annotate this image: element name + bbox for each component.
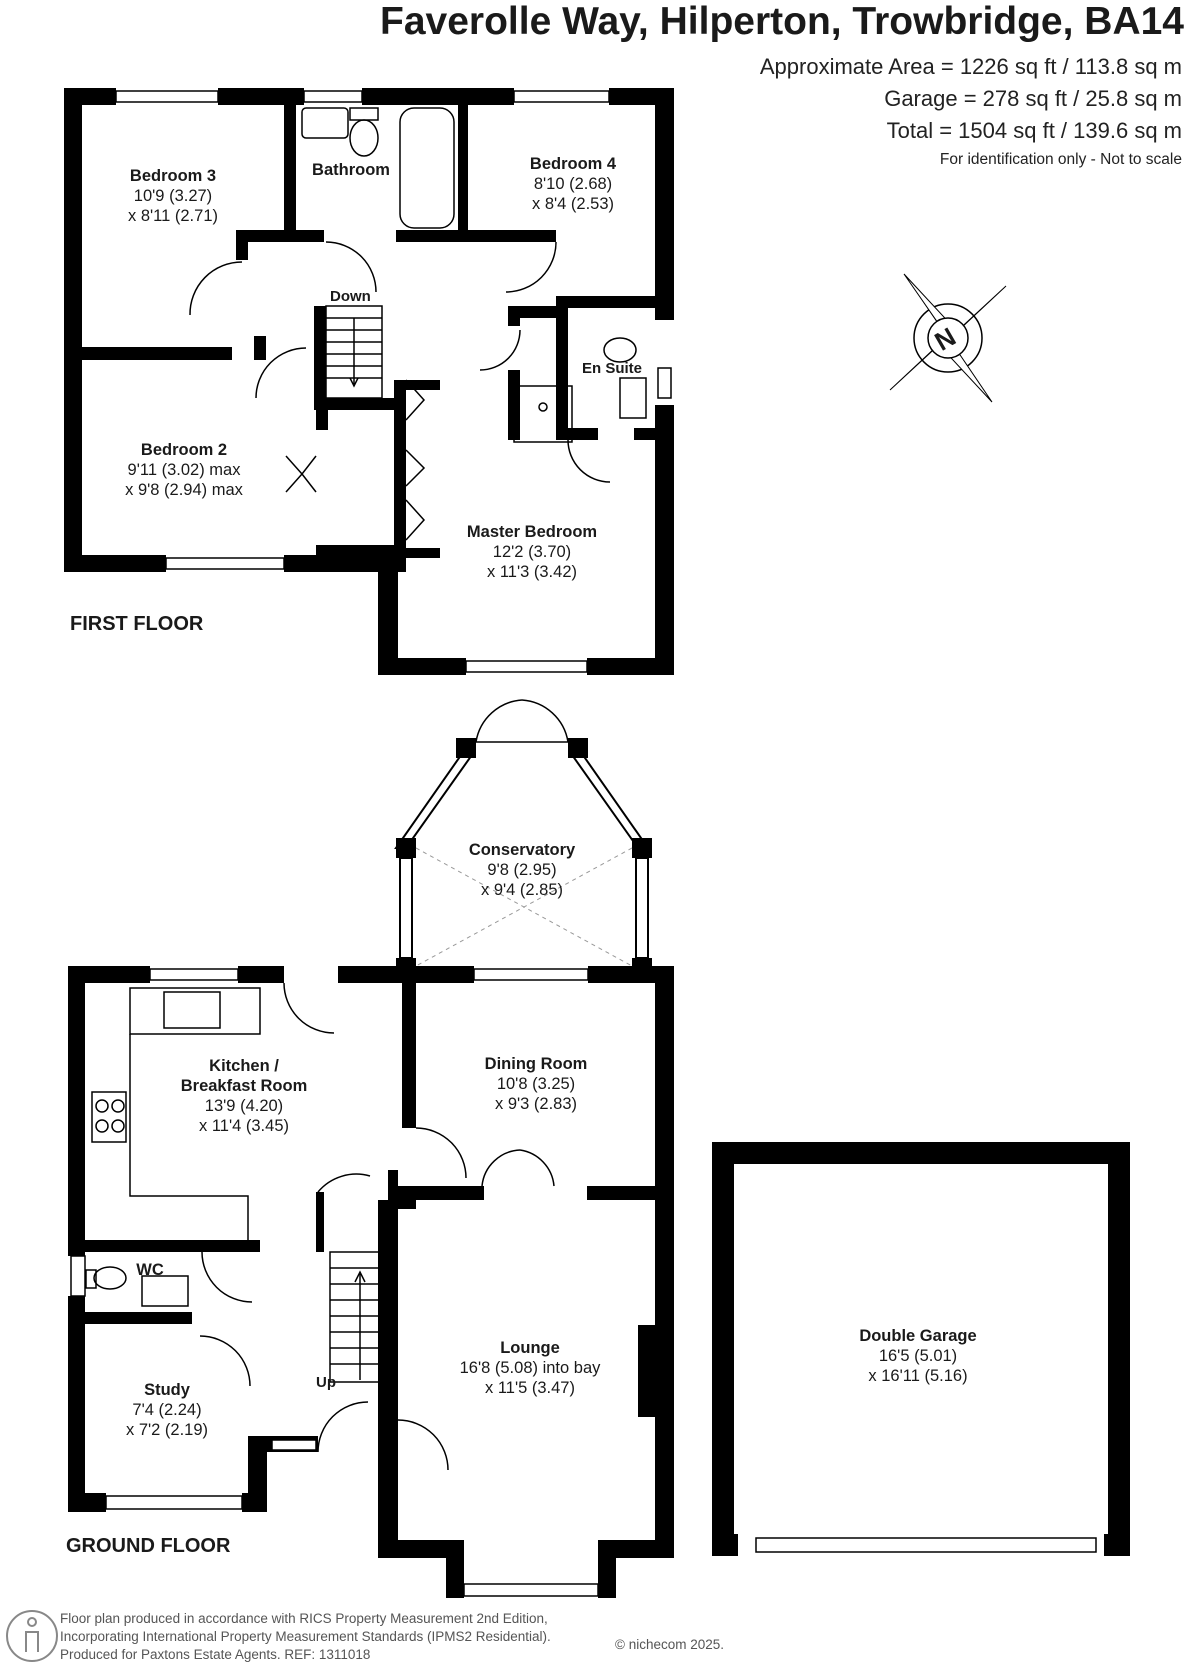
total-area: Total = 1504 sq ft / 139.6 sq m (886, 118, 1182, 143)
room-bathroom: Bathroom (312, 161, 390, 179)
first-floor-walls (64, 88, 674, 675)
stairs-first-floor (325, 305, 383, 399)
room-dining-room: Dining Room 10'8 (3.25) x 9'3 (2.83) (484, 1055, 588, 1113)
disclaimer-note: For identification only - Not to scale (939, 151, 1182, 168)
first-floor-label: FIRST FLOOR (70, 613, 204, 635)
room-master-bedroom: Master Bedroom 12'2 (3.70) x 11'3 (3.42) (466, 523, 598, 581)
room-en-suite: En Suite (581, 360, 643, 377)
ground-floor-label: GROUND FLOOR (66, 1535, 231, 1557)
approximate-area: Approximate Area = 1226 sq ft / 113.8 sq… (759, 54, 1182, 79)
stairs-down-label: Down (330, 288, 371, 305)
room-kitchen-breakfast: Kitchen / Breakfast Room 13'9 (4.20) x 1… (180, 1057, 308, 1135)
room-lounge: Lounge 16'8 (5.08) into bay x 11'5 (3.47… (459, 1339, 601, 1397)
copyright: © nichecom 2025. (615, 1637, 725, 1652)
garage-walls (712, 1142, 1130, 1556)
room-double-garage: Double Garage 16'5 (5.01) x 16'11 (5.16) (859, 1327, 977, 1385)
compass-rose (889, 273, 1007, 403)
stairs-ground-floor (329, 1251, 389, 1383)
garage-area: Garage = 278 sq ft / 25.8 sq m (884, 86, 1182, 111)
room-conservatory: Conservatory 9'8 (2.95) x 9'4 (2.85) (468, 841, 576, 899)
property-title: Faverolle Way, Hilperton, Trowbridge, BA… (380, 0, 1184, 43)
room-bedroom-2: Bedroom 2 9'11 (3.02) max x 9'8 (2.94) m… (125, 441, 243, 499)
room-bedroom-3: Bedroom 3 10'9 (3.27) x 8'11 (2.71) (128, 167, 218, 225)
footer-text: Floor plan produced in accordance with R… (60, 1611, 551, 1662)
ground-floor-walls (68, 738, 674, 1598)
room-wc: WC (136, 1261, 164, 1279)
room-bedroom-4: Bedroom 4 8'10 (2.68) x 8'4 (2.53) (529, 155, 617, 213)
room-study: Study 7'4 (2.24) x 7'2 (2.19) (125, 1381, 209, 1439)
person-icon (6, 1610, 58, 1662)
stairs-up-label: Up (316, 1374, 336, 1391)
